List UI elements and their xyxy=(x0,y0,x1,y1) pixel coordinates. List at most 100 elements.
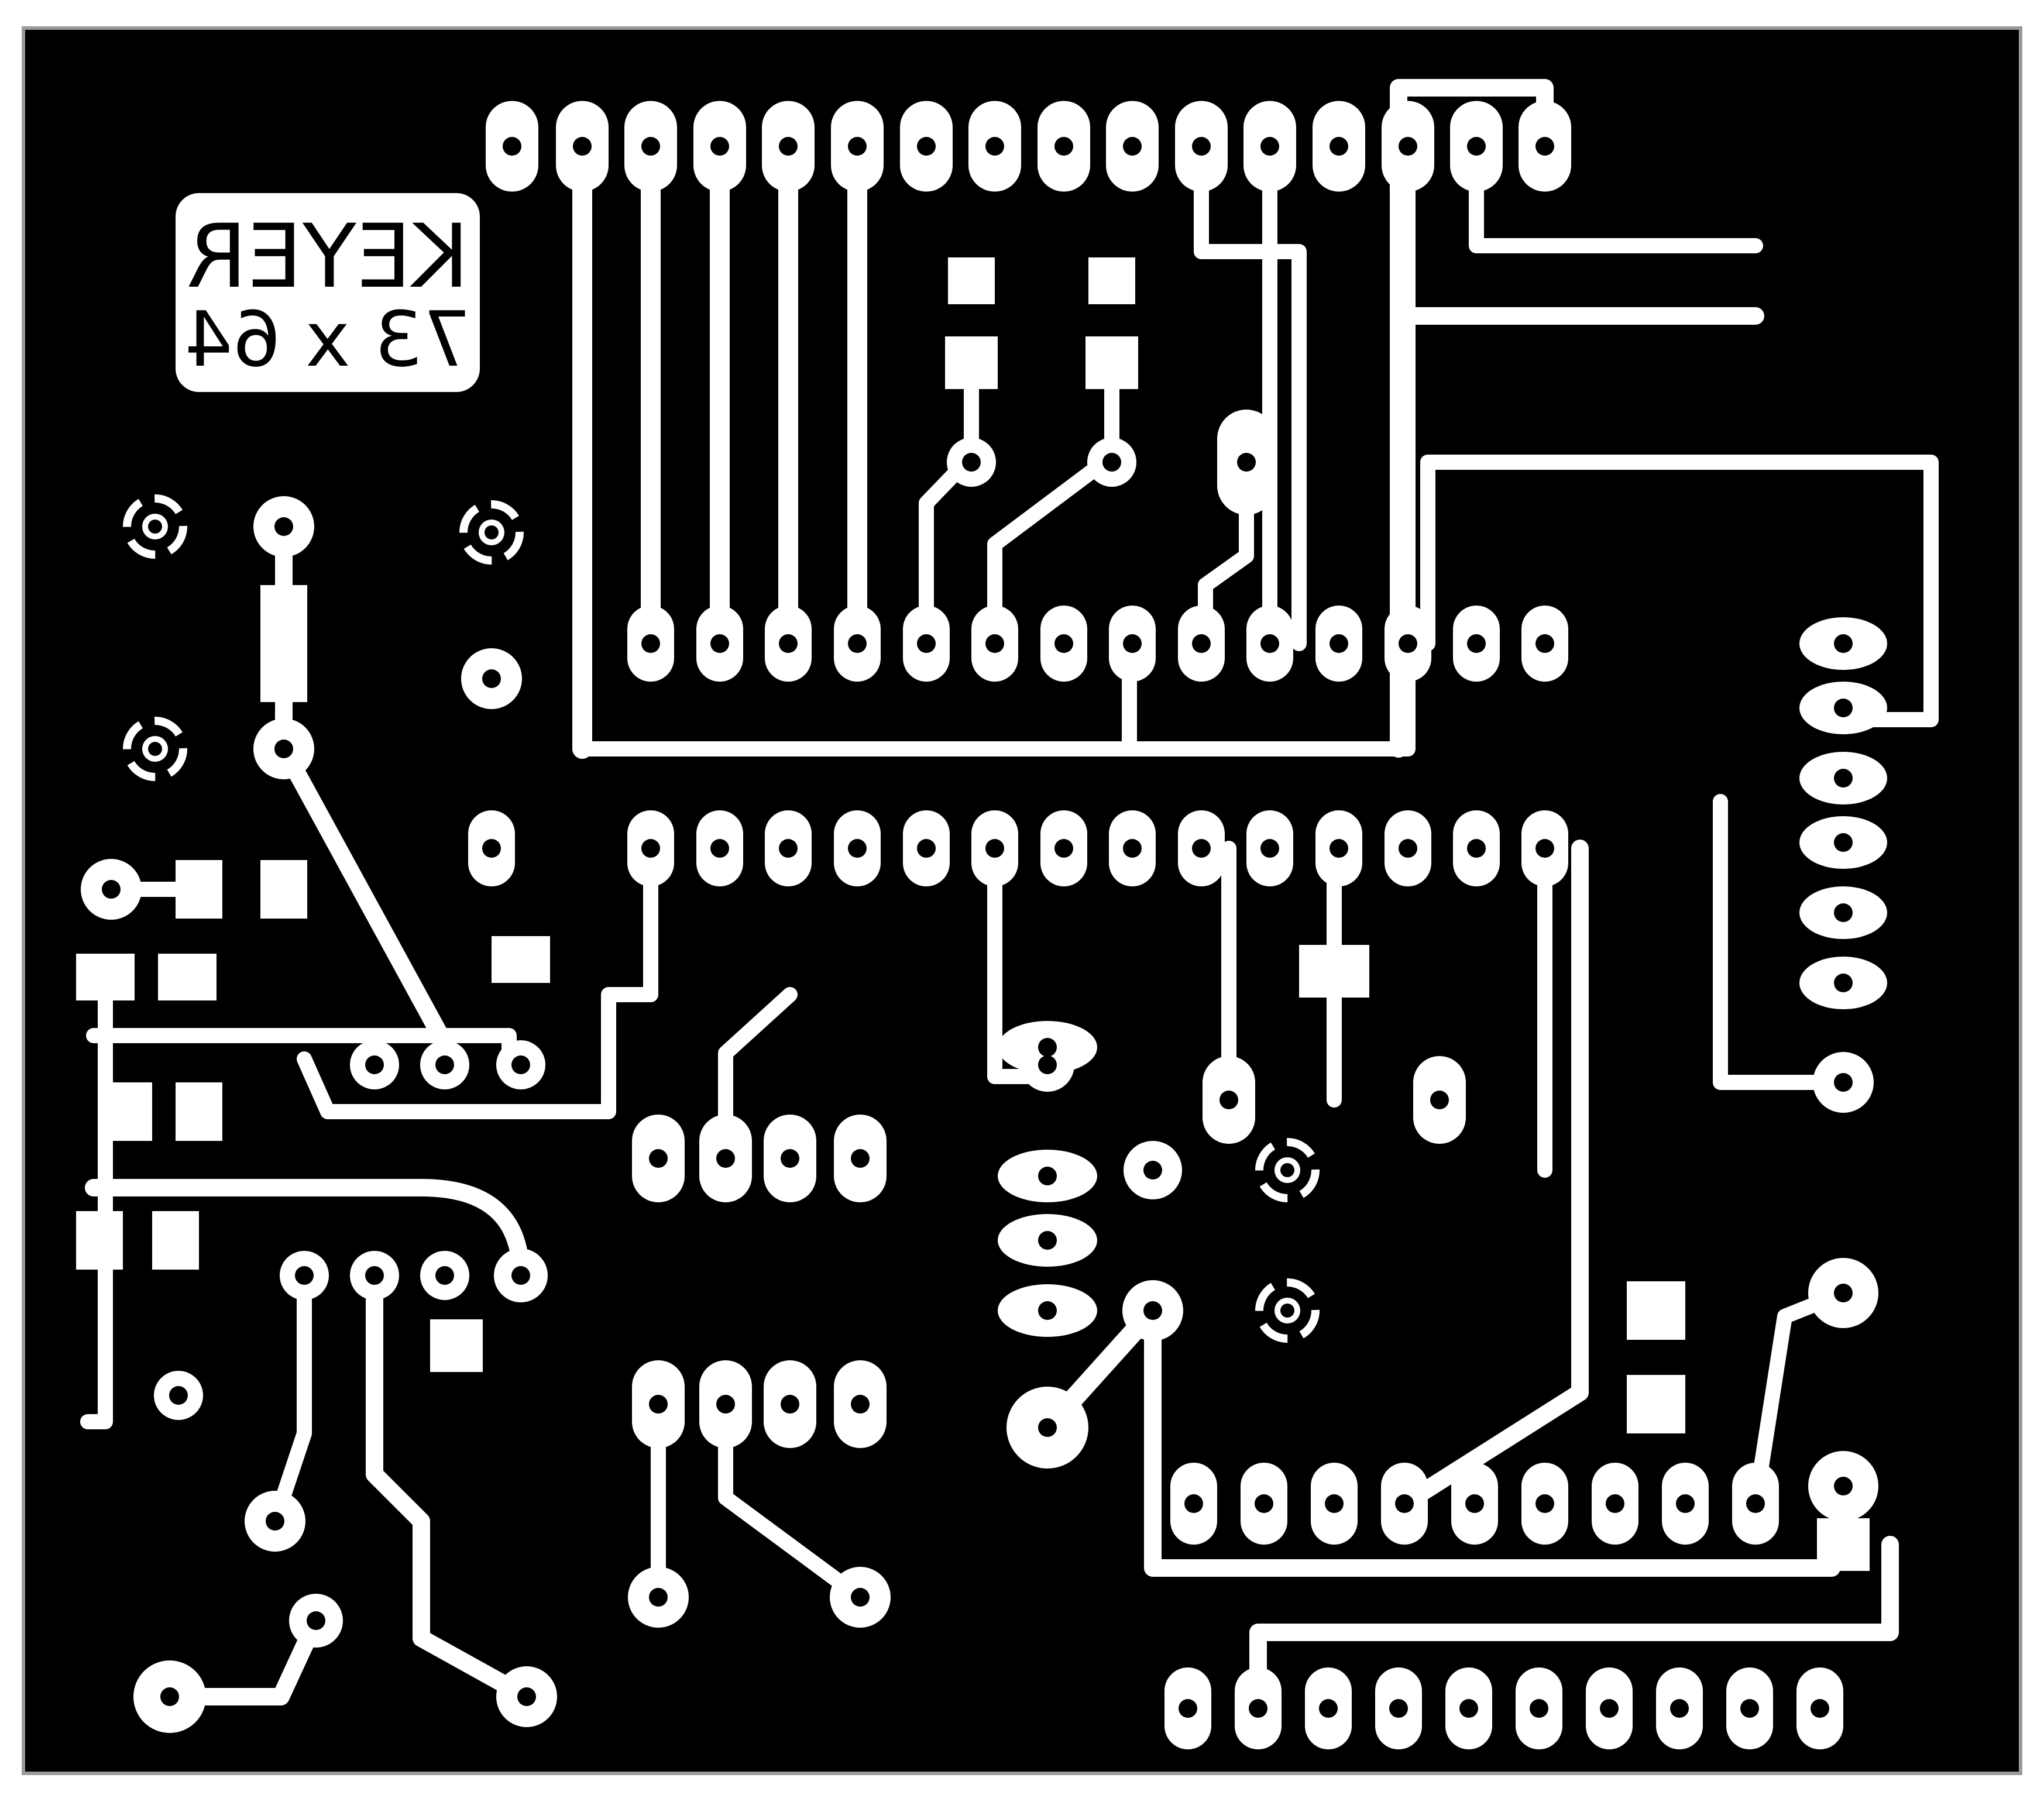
drill-hole xyxy=(1834,1284,1853,1302)
drill-hole xyxy=(365,1266,384,1285)
drill-hole xyxy=(295,1266,314,1285)
drill-hole xyxy=(1280,1163,1294,1177)
drill-hole xyxy=(1184,1494,1203,1513)
drill-hole xyxy=(716,1149,735,1168)
drill-hole xyxy=(1260,839,1279,858)
drill-hole xyxy=(1249,1699,1267,1718)
drill-hole xyxy=(1054,839,1073,858)
drill-hole xyxy=(851,1395,870,1414)
drill-hole xyxy=(1038,1055,1057,1074)
drill-hole xyxy=(1054,634,1073,653)
drill-hole xyxy=(1459,1699,1478,1718)
drill-hole xyxy=(649,1149,668,1168)
drill-hole xyxy=(573,137,592,156)
thermal-pad xyxy=(1255,1278,1320,1343)
drill-hole xyxy=(1740,1699,1759,1718)
drill-hole xyxy=(148,520,162,534)
drill-hole xyxy=(1834,903,1853,922)
drill-hole xyxy=(779,839,798,858)
drill-hole xyxy=(1123,839,1142,858)
drill-hole xyxy=(1123,137,1142,156)
drill-hole xyxy=(1192,137,1211,156)
drill-hole xyxy=(1143,1301,1162,1320)
drill-hole xyxy=(148,742,162,756)
drill-hole xyxy=(1255,1494,1273,1513)
drill-hole xyxy=(649,1588,668,1607)
drill-hole xyxy=(1192,634,1211,653)
drill-hole xyxy=(1260,634,1279,653)
board-label: KEYER 73 x 64 xyxy=(176,193,480,392)
drill-hole xyxy=(503,137,521,156)
copper-trace xyxy=(919,355,979,651)
drill-hole xyxy=(779,137,798,156)
drill-hole xyxy=(1330,137,1348,156)
label-plate xyxy=(176,193,480,392)
drill-hole xyxy=(1606,1494,1624,1513)
drill-hole xyxy=(1535,1494,1554,1513)
drill-hole xyxy=(917,634,936,653)
drill-hole xyxy=(1834,699,1853,717)
drill-hole xyxy=(848,137,867,156)
drill-hole xyxy=(1054,137,1073,156)
drill-hole xyxy=(1467,634,1486,653)
copper-trace xyxy=(161,1612,325,1705)
drill-hole xyxy=(1038,1301,1057,1320)
smd-pad xyxy=(492,936,550,983)
drill-hole xyxy=(435,1266,454,1285)
drill-hole xyxy=(710,634,729,653)
drill-hole xyxy=(307,1611,325,1630)
drill-hole xyxy=(1038,1167,1057,1185)
copper-trace xyxy=(1194,139,1307,651)
drill-hole xyxy=(1237,453,1256,472)
drill-hole xyxy=(102,880,121,899)
smd-pad xyxy=(1299,945,1369,998)
drill-hole xyxy=(1811,1699,1829,1718)
drill-hole xyxy=(710,137,729,156)
drill-hole xyxy=(365,1055,384,1074)
smd-pad xyxy=(430,1319,483,1372)
drill-hole xyxy=(1467,839,1486,858)
smd-pad xyxy=(260,644,307,702)
drill-hole xyxy=(641,634,660,653)
smd-pad xyxy=(105,1082,152,1141)
drill-hole xyxy=(917,137,936,156)
copper-trace xyxy=(1144,1302,1840,1577)
drill-hole xyxy=(482,839,501,858)
drill-hole xyxy=(851,1149,870,1168)
drill-hole xyxy=(485,525,499,539)
smd-pad xyxy=(1627,1375,1685,1433)
copper-trace xyxy=(987,139,1416,756)
drill-hole xyxy=(649,1395,668,1414)
drill-hole xyxy=(1430,1091,1449,1109)
drill-hole xyxy=(1399,137,1417,156)
drill-hole xyxy=(1123,634,1142,653)
smd-pad xyxy=(948,257,995,304)
smd-pad xyxy=(1088,257,1135,304)
drill-hole xyxy=(1465,1494,1484,1513)
drill-hole xyxy=(1535,634,1554,653)
smd-pad xyxy=(76,954,135,1000)
smd-pad xyxy=(1085,336,1138,389)
copper-trace xyxy=(366,1267,535,1705)
drill-hole xyxy=(1038,1418,1057,1437)
drill-hole xyxy=(917,839,936,858)
drill-hole xyxy=(1319,1699,1338,1718)
drill-hole xyxy=(781,1149,799,1168)
thermal-pad xyxy=(1255,1138,1320,1202)
label-line-size: 73 x 64 xyxy=(184,295,471,384)
drill-hole xyxy=(1280,1304,1294,1318)
drill-hole xyxy=(1330,839,1348,858)
drill-hole xyxy=(779,634,798,653)
drill-hole xyxy=(1395,1494,1414,1513)
drill-hole xyxy=(851,1588,870,1607)
drill-hole xyxy=(1834,974,1853,992)
thermal-pad xyxy=(123,717,187,781)
smd-pad xyxy=(260,585,307,644)
drill-hole xyxy=(511,1055,530,1074)
smd-pad xyxy=(152,1211,199,1270)
drill-hole xyxy=(962,453,981,472)
drill-hole xyxy=(781,1395,799,1414)
drill-hole xyxy=(1530,1699,1548,1718)
drill-hole xyxy=(1670,1699,1689,1718)
